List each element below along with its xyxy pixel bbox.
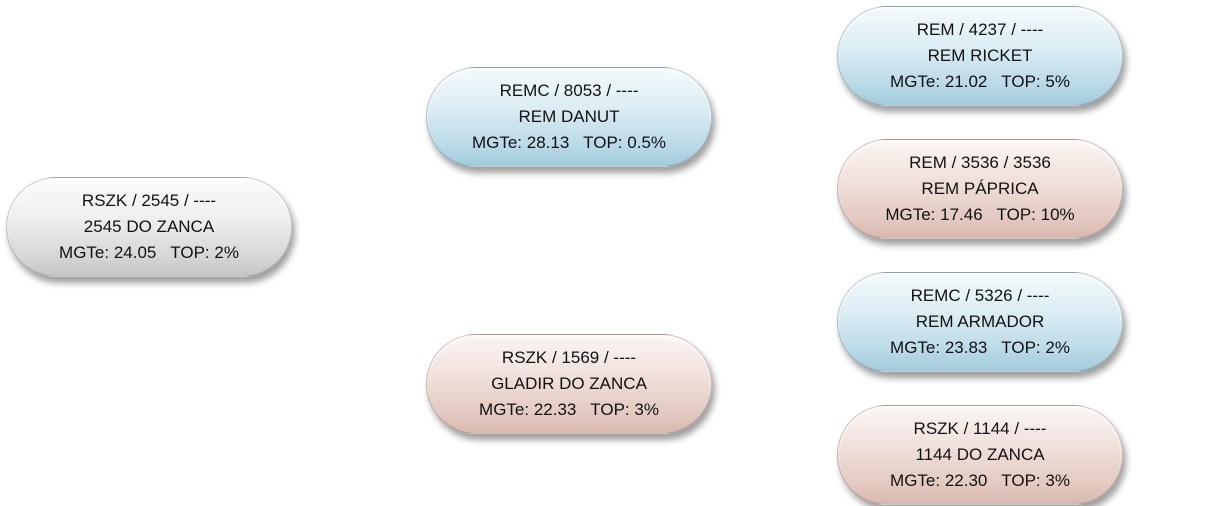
top-label: TOP: xyxy=(170,243,210,262)
node-id-line: REM / 4237 / ---- xyxy=(916,20,1044,39)
top-label: TOP: xyxy=(1001,338,1041,357)
node-rem-paprica: REM / 3536 / 3536 REM PÁPRICA MGTe: 17.4… xyxy=(837,139,1123,239)
top-label: TOP: xyxy=(1001,471,1041,490)
node-stats: MGTe: 22.30 TOP: 3% xyxy=(890,468,1070,494)
node-stats: MGTe: 24.05 TOP: 2% xyxy=(59,240,239,266)
node-rem-ricket: REM / 4237 / ---- REM RICKET MGTe: 21.02… xyxy=(837,6,1123,106)
top-value: 10% xyxy=(1040,205,1075,224)
node-name: 1144 DO ZANCA xyxy=(915,445,1045,464)
node-id-line: REMC / 5326 / ---- xyxy=(910,286,1050,305)
node-stats: MGTe: 22.33 TOP: 3% xyxy=(479,397,659,423)
mgte-value: 21.02 xyxy=(944,72,988,91)
node-name: REM RICKET xyxy=(927,46,1033,65)
top-value: 0.5% xyxy=(627,133,667,152)
node-id-line: RSZK / 1569 / ---- xyxy=(501,348,637,367)
mgte-value: 22.33 xyxy=(533,400,577,419)
node-name: GLADIR DO ZANCA xyxy=(491,374,647,393)
node-root: RSZK / 2545 / ---- 2545 DO ZANCA MGTe: 2… xyxy=(6,177,292,277)
mgte-value: 28.13 xyxy=(526,133,570,152)
node-stats: MGTe: 17.46 TOP: 10% xyxy=(885,202,1074,228)
node-name: REM ARMADOR xyxy=(915,312,1045,331)
mgte-label: MGTe: xyxy=(885,205,936,224)
node-stats: MGTe: 21.02 TOP: 5% xyxy=(890,69,1070,95)
node-id-line: REMC / 8053 / ---- xyxy=(499,81,639,100)
mgte-label: MGTe: xyxy=(471,133,523,152)
node-stats: MGTe: 28.13 TOP: 0.5% xyxy=(472,130,666,156)
node-gladir-do-zanca: RSZK / 1569 / ---- GLADIR DO ZANCA MGTe:… xyxy=(426,334,712,434)
node-rem-danut: REMC / 8053 / ---- REM DANUT MGTe: 28.13… xyxy=(426,67,712,167)
top-label: TOP: xyxy=(583,133,623,152)
mgte-label: MGTe: xyxy=(479,400,530,419)
top-value: 2% xyxy=(1045,338,1070,357)
mgte-label: MGTe: xyxy=(890,338,941,357)
mgte-value: 24.05 xyxy=(113,243,157,262)
node-id-line: RSZK / 2545 / ---- xyxy=(81,191,217,210)
top-label: TOP: xyxy=(996,205,1036,224)
mgte-label: MGTe: xyxy=(890,471,941,490)
node-stats: MGTe: 23.83 TOP: 2% xyxy=(890,335,1070,361)
node-name: REM DANUT xyxy=(518,107,620,126)
mgte-label: MGTe: xyxy=(890,72,941,91)
top-value: 5% xyxy=(1045,72,1070,91)
top-value: 3% xyxy=(1045,471,1070,490)
node-id-line: RSZK / 1144 / ---- xyxy=(913,419,1047,438)
node-id-line: REM / 3536 / 3536 xyxy=(909,153,1051,172)
node-1144-do-zanca: RSZK / 1144 / ---- 1144 DO ZANCA MGTe: 2… xyxy=(837,405,1123,505)
node-name: REM PÁPRICA xyxy=(921,179,1039,198)
mgte-value: 17.46 xyxy=(940,205,983,224)
node-rem-armador: REMC / 5326 / ---- REM ARMADOR MGTe: 23.… xyxy=(837,272,1123,372)
mgte-value: 23.83 xyxy=(944,338,988,357)
top-value: 2% xyxy=(214,243,239,262)
top-value: 3% xyxy=(634,400,659,419)
top-label: TOP: xyxy=(590,400,630,419)
top-label: TOP: xyxy=(1001,72,1041,91)
mgte-label: MGTe: xyxy=(59,243,110,262)
node-name: 2545 DO ZANCA xyxy=(83,217,215,236)
mgte-value: 22.30 xyxy=(944,471,988,490)
